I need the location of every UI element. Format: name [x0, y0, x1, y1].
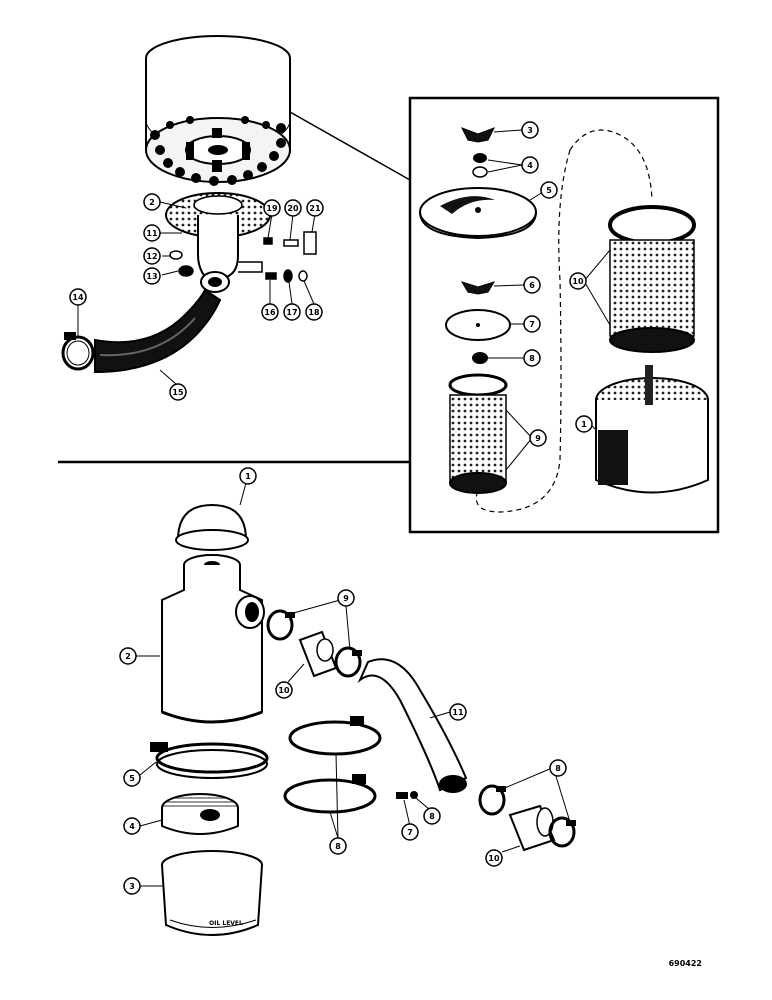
inset-leader-line	[289, 111, 411, 181]
callout-marker: 6	[523, 276, 541, 294]
svg-text:20: 20	[287, 204, 299, 213]
lower-leader-lines	[136, 482, 571, 887]
svg-text:4: 4	[527, 161, 533, 170]
svg-text:10: 10	[278, 686, 290, 695]
svg-text:16: 16	[264, 308, 276, 317]
callout-marker: 19	[263, 199, 281, 217]
callout-marker: 20	[284, 199, 302, 217]
callout-marker: 5	[123, 769, 141, 787]
svg-text:10: 10	[572, 277, 584, 286]
svg-text:14: 14	[72, 293, 84, 302]
svg-text:9: 9	[535, 434, 541, 443]
inset-panel	[58, 96, 720, 534]
svg-text:5: 5	[129, 774, 135, 783]
upper-air-cleaner-cap	[145, 35, 291, 186]
svg-text:2: 2	[125, 652, 131, 661]
lower-callout-markers: 1 2 5 4 3 9 10 11 8 7 8 8 10	[119, 467, 567, 895]
svg-text:8: 8	[429, 812, 435, 821]
inset-callout-markers: 3 4 5 6 7 8 9 10 1	[521, 121, 593, 447]
svg-text:2: 2	[149, 198, 155, 207]
callout-marker: 3	[123, 877, 141, 895]
callout-marker: 4	[123, 817, 141, 835]
callout-marker: 16	[261, 303, 279, 321]
figure-reference-code: 690422	[669, 959, 702, 968]
svg-text:17: 17	[286, 308, 297, 317]
callout-marker: 11	[449, 703, 467, 721]
callout-marker: 10	[275, 681, 293, 699]
svg-text:8: 8	[335, 842, 341, 851]
svg-text:10: 10	[488, 854, 500, 863]
callout-marker: 8	[549, 759, 567, 777]
callout-marker: 8	[423, 807, 441, 825]
svg-text:11: 11	[452, 708, 464, 717]
upper-leader-lines	[77, 201, 316, 385]
svg-text:8: 8	[555, 764, 561, 773]
svg-text:7: 7	[407, 828, 413, 837]
svg-text:6: 6	[529, 281, 535, 290]
callout-marker: 3	[521, 121, 539, 139]
callout-marker: 2	[119, 647, 137, 665]
callout-marker: 17	[283, 303, 301, 321]
lower-hoses	[266, 609, 576, 852]
callout-marker: 10	[485, 849, 503, 867]
upper-small-hardware	[169, 231, 317, 283]
callout-marker: 12	[143, 247, 161, 265]
svg-text:3: 3	[527, 126, 533, 135]
callout-marker: 14	[69, 288, 87, 306]
callout-marker: 9	[529, 429, 547, 447]
callout-marker: 8	[329, 837, 347, 855]
callout-marker: 7	[401, 823, 419, 841]
svg-text:18: 18	[308, 308, 320, 317]
svg-text:1: 1	[581, 420, 587, 429]
callout-marker: 18	[305, 303, 323, 321]
callout-marker: 7	[523, 315, 541, 333]
callout-marker: 2	[143, 193, 161, 211]
callout-marker: 4	[521, 156, 539, 174]
callout-marker: 8	[523, 349, 541, 367]
upper-base-elbow	[165, 192, 271, 293]
svg-text:8: 8	[529, 354, 535, 363]
svg-text:3: 3	[129, 882, 135, 891]
callout-marker: 21	[306, 199, 324, 217]
upper-hose	[61, 288, 222, 374]
svg-text:13: 13	[146, 272, 157, 281]
svg-text:5: 5	[546, 186, 552, 195]
callout-marker: 13	[143, 267, 161, 285]
callout-marker: 1	[575, 415, 593, 433]
svg-text:7: 7	[529, 320, 535, 329]
svg-text:21: 21	[309, 204, 321, 213]
callout-marker: 1	[239, 467, 257, 485]
upper-callout-markers: 2 11 12 13 14 15 16 17 18 19 20 21	[69, 193, 324, 401]
svg-text:15: 15	[172, 388, 184, 397]
svg-text:12: 12	[146, 252, 157, 261]
svg-text:19: 19	[266, 204, 278, 213]
svg-text:9: 9	[343, 594, 349, 603]
oil-level-label: OIL LEVEL	[209, 920, 243, 927]
callout-marker: 10	[569, 272, 587, 290]
svg-text:1: 1	[245, 472, 251, 481]
callout-marker: 11	[143, 224, 161, 242]
svg-text:4: 4	[129, 822, 135, 831]
lower-air-cleaner: OIL LEVEL	[150, 503, 269, 936]
inset-leader-lines	[487, 129, 611, 471]
callout-marker: 9	[337, 589, 355, 607]
callout-marker: 15	[169, 383, 187, 401]
callout-marker: 5	[540, 181, 558, 199]
svg-text:11: 11	[146, 229, 158, 238]
